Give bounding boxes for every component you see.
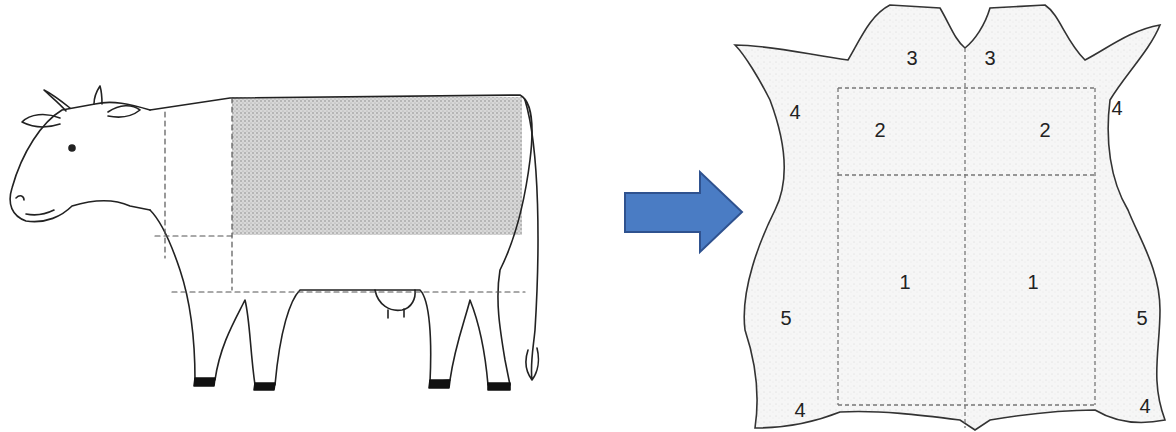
callout-number: 4 bbox=[1111, 98, 1122, 118]
callout-number: 1 bbox=[1027, 272, 1038, 292]
callout-number: 4 bbox=[1139, 396, 1150, 416]
hide-section-lines bbox=[838, 48, 1095, 428]
callout-number: 2 bbox=[1039, 120, 1050, 140]
callout-number: 2 bbox=[874, 120, 885, 140]
cow-tail bbox=[525, 100, 538, 380]
callout-number: 4 bbox=[794, 400, 805, 420]
cow-ear bbox=[108, 106, 140, 117]
block-arrow bbox=[625, 172, 742, 252]
cow-hooves bbox=[194, 378, 510, 390]
cow-nostril bbox=[16, 196, 24, 200]
cow-mouth bbox=[26, 210, 54, 215]
callout-number: 5 bbox=[1136, 308, 1147, 328]
cow-udder bbox=[375, 290, 415, 310]
callout-number: 3 bbox=[906, 48, 917, 68]
cow-horn bbox=[44, 90, 70, 111]
callout-number: 5 bbox=[780, 308, 791, 328]
cow-head bbox=[10, 102, 150, 221]
hide-outline bbox=[735, 5, 1165, 430]
cow-horn bbox=[94, 86, 102, 104]
callout-number: 1 bbox=[899, 272, 910, 292]
callout-number: 4 bbox=[789, 102, 800, 122]
cow-body bbox=[150, 95, 532, 385]
cut-lines bbox=[155, 98, 525, 292]
callout-number: 3 bbox=[984, 48, 995, 68]
hide-area-shading bbox=[232, 97, 522, 235]
cow-eye bbox=[69, 145, 75, 151]
cow-ear bbox=[22, 115, 60, 127]
cow-teats bbox=[388, 309, 404, 318]
cow-drawing bbox=[10, 86, 538, 390]
